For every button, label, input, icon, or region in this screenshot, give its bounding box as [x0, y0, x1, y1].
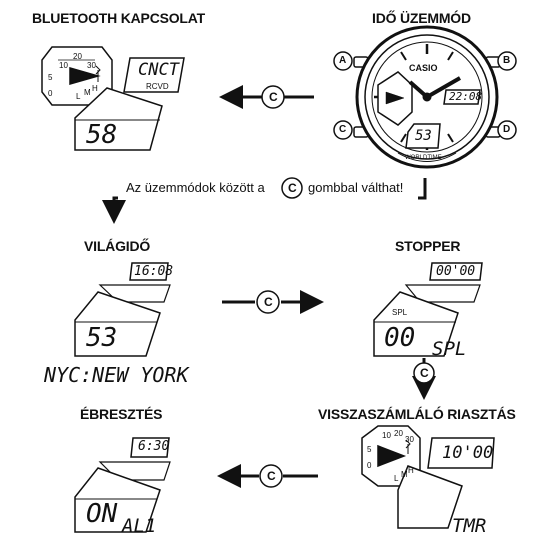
nav-c-badge-4 — [259, 464, 283, 488]
bluetooth-lcd-seconds — [74, 87, 163, 151]
timer-dial-left-0: 0 — [367, 461, 372, 470]
timer-label: TMR — [452, 515, 487, 537]
timer-lcd-time: 10'00 — [442, 443, 494, 463]
bt-dial-left-5: 5 — [48, 73, 53, 82]
watch-button-labels — [333, 51, 517, 140]
bt-dial-number-10: 10 — [59, 61, 68, 70]
nav-c-label-1: C — [269, 90, 278, 104]
nav-c-label-3: C — [420, 366, 429, 380]
alarm-title: ÉBRESZTÉS — [80, 406, 163, 422]
bluetooth-lcd-top — [123, 57, 185, 93]
timer-dial-left-5: 5 — [367, 445, 372, 454]
stopwatch-lcd-sub: SPL — [392, 308, 408, 317]
bt-dial-number-20: 20 — [73, 52, 82, 61]
light-title: VILÁGIDŐ — [84, 238, 151, 254]
watch-brand: CASIO — [409, 63, 438, 73]
timer-dial-bottom-l: L — [394, 474, 399, 483]
timer-lcd-bottom — [397, 465, 463, 529]
alarm-label: AL1 — [122, 515, 157, 537]
nav-c-label-2: C — [264, 295, 273, 309]
watch-lcd-seconds: 53 — [415, 128, 432, 144]
button-a-icon — [333, 51, 353, 71]
nav-c-badge-1 — [261, 85, 285, 109]
nav-c-badge-2 — [256, 290, 280, 314]
watch-lcd-time: 22:08 — [449, 90, 483, 103]
instruction-button: C — [288, 181, 297, 195]
bt-dial-number-30: 30 — [87, 61, 96, 70]
stopwatch-lcd-top — [404, 262, 483, 303]
bt-lcd-top-text: CNCT — [138, 60, 179, 80]
timer-dial-number-20: 20 — [394, 429, 403, 438]
bt-dial-bottom-m: M — [84, 88, 91, 97]
button-a-label: A — [339, 55, 347, 66]
nav-c-badge-3 — [413, 362, 435, 384]
instruction-before: Az üzemmódok között a — [126, 180, 265, 195]
timer-title: VISSZASZÁMLÁLÓ RIASZTÁS — [318, 406, 516, 422]
stopwatch-lcd-time: 00'00 — [436, 264, 476, 279]
stopwatch-title: STOPPER — [395, 238, 461, 254]
light-lcd-seconds — [74, 291, 161, 357]
instruction-backdrop — [118, 176, 418, 200]
button-b-icon — [497, 51, 517, 71]
timer-lcd-top — [427, 437, 495, 469]
light-lcd-seconds: 53 — [86, 323, 118, 353]
alarm-lcd-value — [74, 467, 161, 533]
alarm-lcd-value: ON — [86, 499, 118, 529]
timer-dial-bottom-h: H — [408, 466, 414, 475]
stopwatch-lcd-value — [373, 291, 459, 357]
stopwatch-lcd-value: 00 — [384, 323, 416, 353]
timer-dial-number-10: 10 — [382, 431, 391, 440]
stopwatch-label: SPL — [432, 338, 467, 360]
bt-dial-bottom-l: L — [76, 92, 81, 101]
button-d-icon — [497, 120, 517, 140]
watch-illustration — [353, 25, 501, 169]
timer-dial-number-30: 30 — [405, 435, 414, 444]
button-b-label: B — [503, 55, 511, 66]
bt-dial-left-0: 0 — [48, 89, 53, 98]
button-c-label: C — [339, 124, 347, 135]
bluetooth-title: BLUETOOTH KAPCSOLAT — [32, 10, 206, 26]
nav-c-label-4: C — [267, 469, 276, 483]
timekeeping-title: IDŐ ÜZEMMÓD — [372, 10, 471, 26]
instruction-c-badge — [281, 177, 303, 199]
bt-lcd-sub-text: RCVD — [146, 82, 169, 91]
bt-dial-bottom-h: H — [92, 84, 98, 93]
button-c-icon — [333, 120, 353, 140]
watch-bezel-text: WORLDTIME — [405, 155, 442, 161]
instruction-after: gombbal válthat! — [308, 180, 404, 195]
timer-dial-bottom-m: M — [401, 470, 408, 479]
light-city: NYC:NEW YORK — [44, 363, 189, 387]
alarm-lcd-time: 6:30 — [138, 439, 170, 454]
light-lcd-time: 16:08 — [134, 264, 174, 279]
bt-lcd-seconds-text: 58 — [86, 120, 118, 150]
button-d-label: D — [503, 124, 511, 135]
